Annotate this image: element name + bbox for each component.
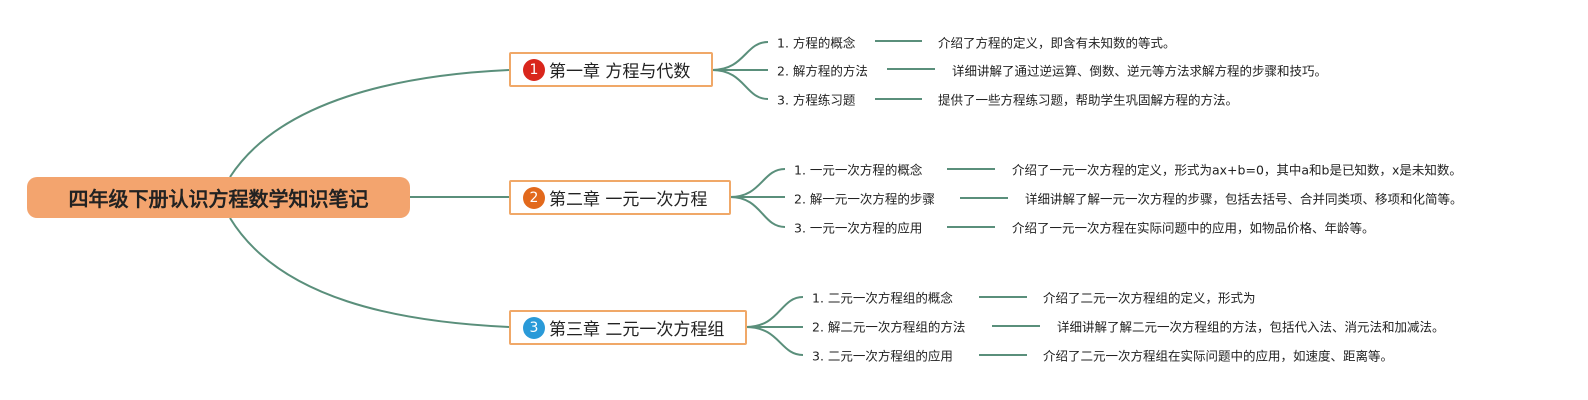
chapter-2-node[interactable]: 2 第二章 一元一次方程 (509, 180, 731, 215)
root-to-ch3 (229, 217, 510, 328)
topic-description[interactable]: 介绍了二元一次方程组在实际问题中的应用，如速度、距离等。 (1043, 348, 1394, 364)
topic-description[interactable]: 介绍了二元一次方程组的定义，形式为 (1043, 290, 1256, 306)
topic-label[interactable]: 2. 解一元一次方程的步骤 (794, 191, 935, 207)
topic-label[interactable]: 1. 方程的概念 (777, 35, 856, 51)
topic-label[interactable]: 2. 解二元一次方程组的方法 (812, 319, 966, 335)
topic-description[interactable]: 详细讲解了解二元一次方程组的方法，包括代入法、消元法和加减法。 (1057, 319, 1445, 335)
number-badge-icon: 2 (523, 186, 545, 209)
topic-label[interactable]: 1. 二元一次方程组的概念 (812, 290, 953, 306)
topic-label[interactable]: 3. 一元一次方程的应用 (794, 220, 923, 236)
topic-label[interactable]: 3. 二元一次方程组的应用 (812, 348, 953, 364)
topic-label[interactable]: 3. 方程练习题 (777, 92, 856, 108)
chapter-title: 第一章 方程与代数 (549, 62, 691, 82)
topic-label[interactable]: 2. 解方程的方法 (777, 63, 868, 79)
chapter-title: 第三章 二元一次方程组 (549, 320, 725, 340)
topic-description[interactable]: 详细讲解了通过逆运算、倒数、逆元等方法求解方程的步骤和技巧。 (952, 63, 1328, 79)
topic-description[interactable]: 详细讲解了解一元一次方程的步骤，包括去括号、合并同类项、移项和化简等。 (1025, 191, 1463, 207)
topic-description[interactable]: 介绍了一元一次方程在实际问题中的应用，如物品价格、年龄等。 (1012, 220, 1375, 236)
root-to-ch1 (229, 69, 510, 178)
number-badge-icon: 1 (523, 58, 545, 81)
number-badge-icon: 3 (523, 316, 545, 339)
root-node[interactable]: 四年级下册认识方程数学知识笔记 (27, 177, 410, 218)
topic-description[interactable]: 提供了一些方程练习题，帮助学生巩固解方程的方法。 (938, 92, 1239, 108)
chapter-3-node[interactable]: 3 第三章 二元一次方程组 (509, 310, 747, 345)
chapter-1-node[interactable]: 1 第一章 方程与代数 (509, 52, 713, 87)
topic-description[interactable]: 介绍了一元一次方程的定义，形式为ax+b=0，其中a和b是已知数，x是未知数。 (1012, 162, 1462, 178)
chapter-title: 第二章 一元一次方程 (549, 190, 708, 210)
topic-description[interactable]: 介绍了方程的定义，即含有未知数的等式。 (938, 35, 1176, 51)
topic-label[interactable]: 1. 一元一次方程的概念 (794, 162, 923, 178)
